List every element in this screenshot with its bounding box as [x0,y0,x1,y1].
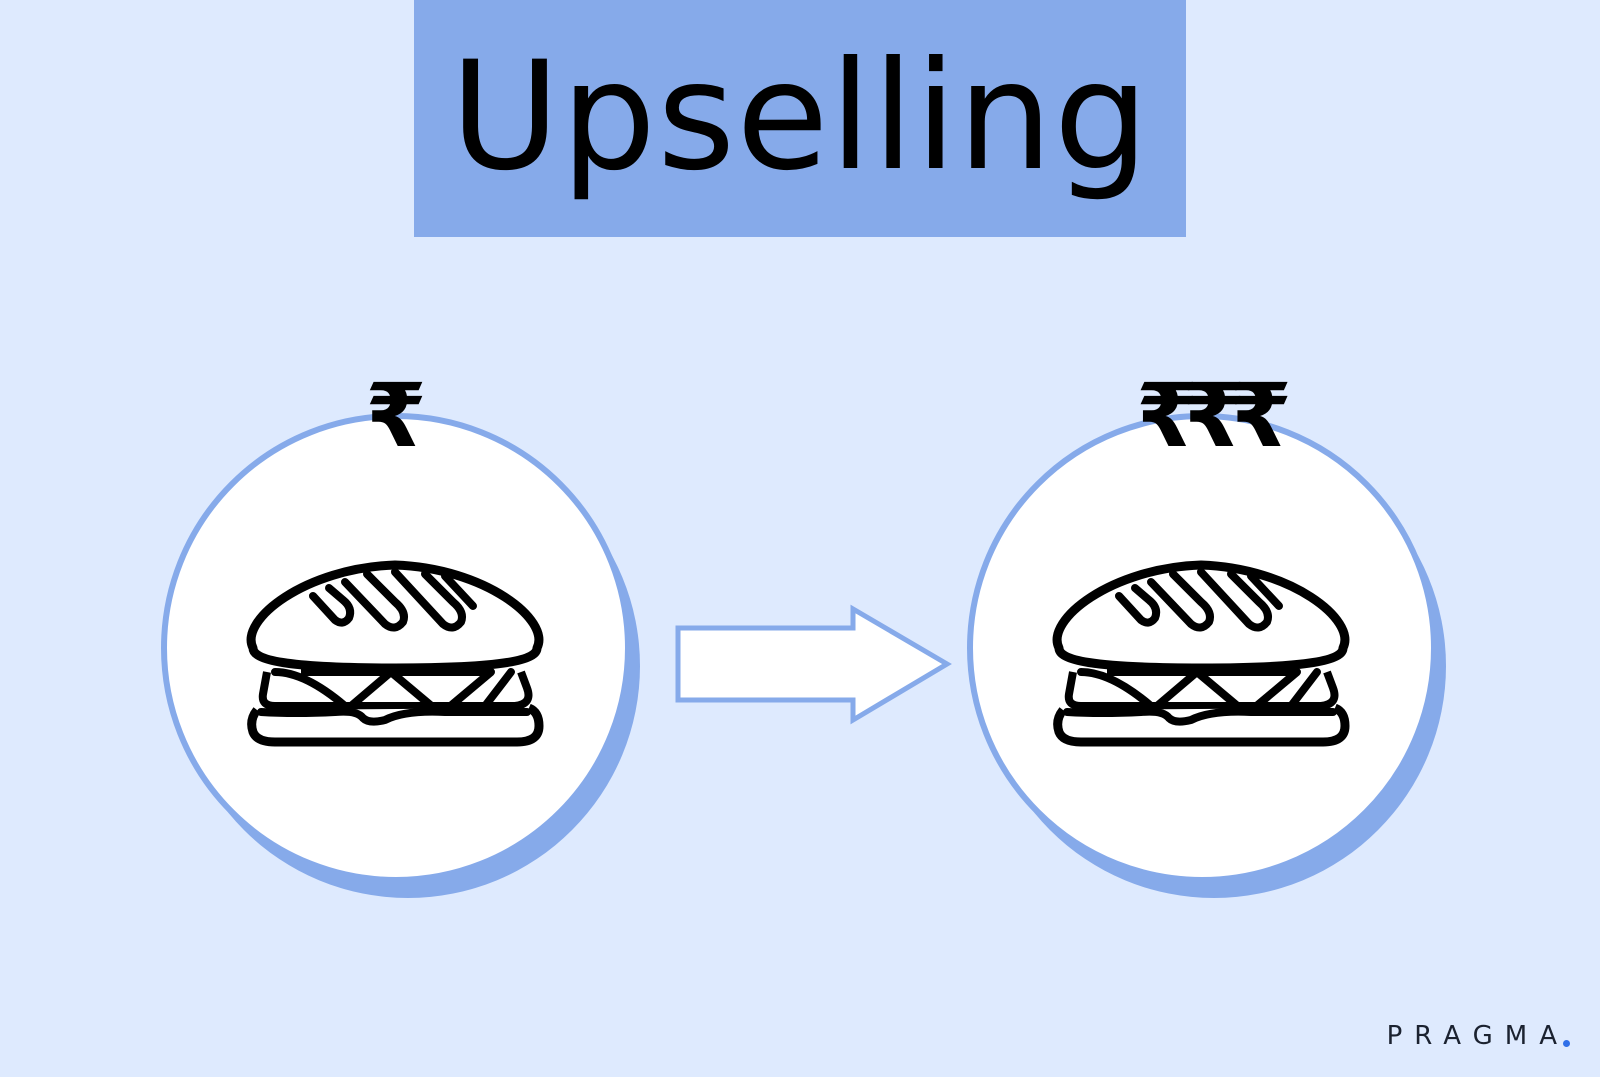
brand-name: PRAGMA [1386,1021,1569,1051]
brand-logo: PRAGMA [1387,1021,1570,1051]
burger-icon [1057,565,1345,742]
brand-dot [1563,1039,1570,1047]
price-label-low: ₹ [365,364,427,467]
title-banner: Upselling [414,0,1186,237]
price-label-high: ₹₹₹ [1136,364,1292,467]
right-arrow-icon [675,604,952,725]
burger-icon [251,565,539,742]
page-title: Upselling [450,29,1150,204]
